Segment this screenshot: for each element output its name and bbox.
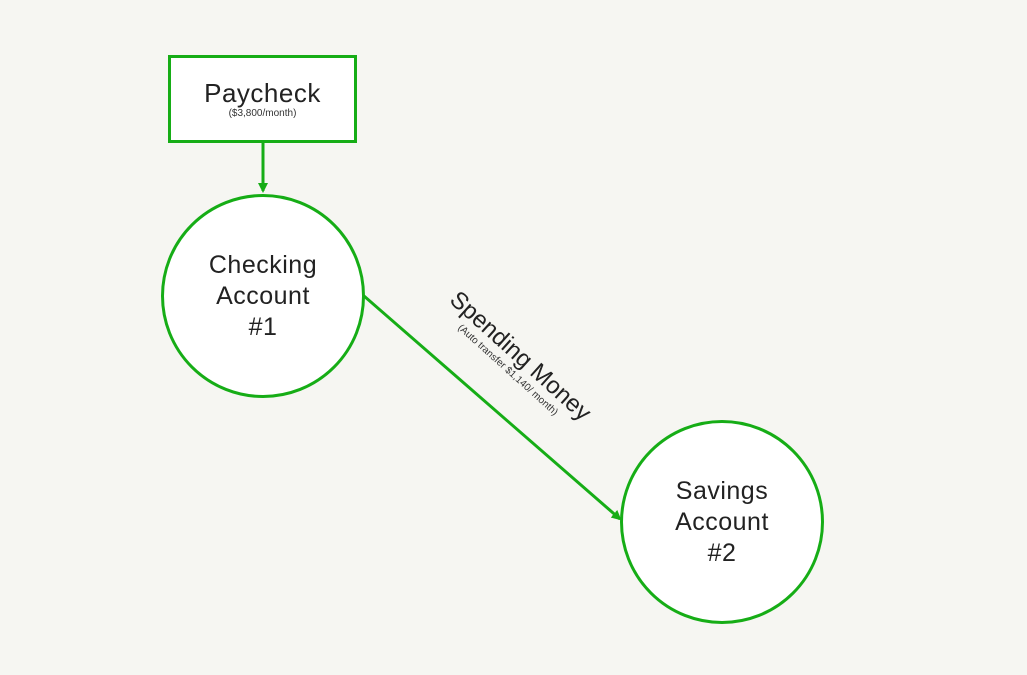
- paycheck-title: Paycheck: [204, 78, 321, 108]
- checking-line-2: Account: [216, 281, 310, 310]
- paycheck-node: Paycheck ($3,800/month): [168, 55, 357, 143]
- savings-account-node: Savings Account #2: [620, 420, 824, 624]
- paycheck-amount: ($3,800/month): [228, 108, 297, 119]
- savings-line-3: #2: [707, 538, 737, 567]
- savings-account-label: Savings Account #2: [675, 476, 769, 569]
- checking-to-savings-arrow: [363, 294, 622, 521]
- checking-line-1: Checking: [208, 250, 318, 279]
- checking-account-node: Checking Account #1: [161, 194, 365, 398]
- savings-line-2: Account: [675, 507, 769, 536]
- checking-account-label: Checking Account #1: [209, 250, 317, 343]
- savings-line-1: Savings: [675, 476, 769, 505]
- checking-line-3: #1: [248, 312, 278, 341]
